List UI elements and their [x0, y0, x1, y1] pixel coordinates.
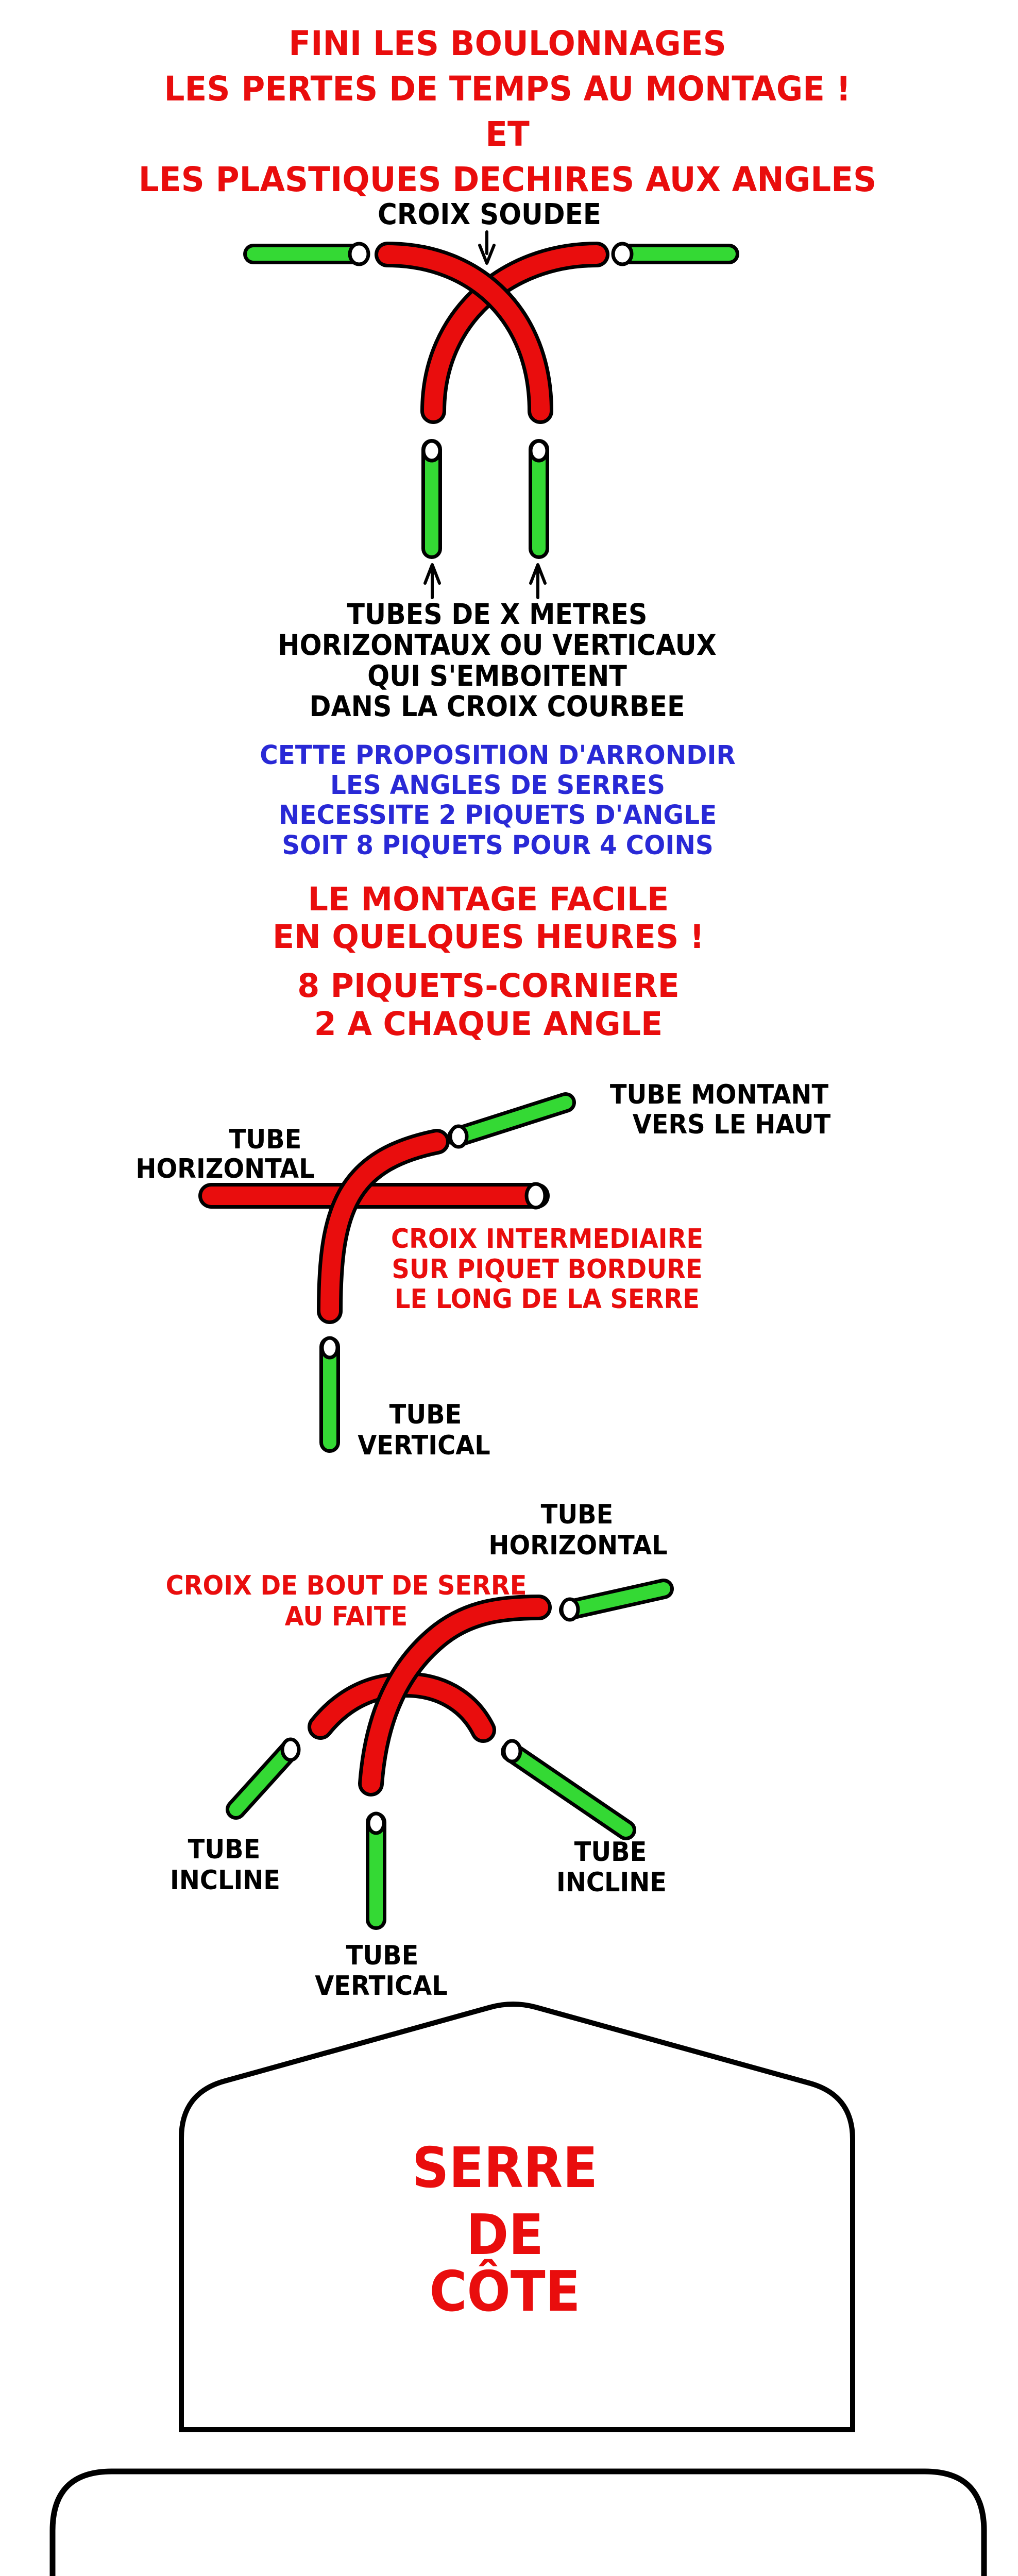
side-view-outline	[179, 2002, 855, 2432]
d3-socket-incline-left	[280, 1737, 301, 1762]
welded-cross-caption-3: QUI S'EMBOITENT	[367, 659, 627, 692]
welded-cross-caption-4: DANS LA CROIX COURBEE	[309, 690, 685, 723]
title-line-1: FINI LES BOULONNAGES	[289, 24, 726, 63]
socket-left-htube	[348, 242, 370, 266]
title-line-2: LES PERTES DE TEMPS AU MONTAGE !	[164, 69, 851, 109]
d2-label-tube-montant-2: VERS LE HAUT	[632, 1109, 831, 1140]
d3-label-tube-horizontal-1: TUBE	[540, 1499, 614, 1530]
up-arrow-icon	[529, 563, 547, 599]
welded-cross-caption-2: HORIZONTAUX OU VERTICAUX	[278, 629, 717, 662]
front-view-outline	[49, 2468, 987, 2576]
d2-socket-green-rising	[448, 1124, 469, 1149]
welded-cross-caption-1: TUBES DE X METRES	[347, 598, 648, 631]
socket-right-vtube	[529, 439, 549, 463]
piquets-line-2: 2 A CHAQUE ANGLE	[314, 1005, 663, 1043]
red-cross-tube-left	[378, 245, 550, 420]
d2-green-rising-tube	[451, 1096, 572, 1144]
d3-label-tube-vertical-1: TUBE	[346, 1940, 419, 1971]
d2-label-tube-horizontal-2: HORIZONTAL	[135, 1154, 315, 1184]
d2-label-red-1: CROIX INTERMEDIAIRE	[391, 1224, 704, 1255]
d3-socket-ridge	[559, 1597, 580, 1622]
down-arrow-head	[478, 244, 496, 265]
up-arrow-right-head	[529, 563, 547, 585]
welded-cross-heading: CROIX SOUDEE	[378, 198, 601, 231]
d2-label-tube-vertical-1: TUBE	[389, 1399, 462, 1430]
d3-label-red-1: CROIX DE BOUT DE SERRE	[165, 1570, 527, 1601]
d3-label-tube-incline-left-1: TUBE	[188, 1834, 261, 1865]
d3-label-tube-incline-right-1: TUBE	[574, 1837, 647, 1868]
socket-right-htube	[611, 242, 634, 266]
d3-socket-incline-right	[502, 1739, 522, 1764]
side-view-line-3: CÔTE	[429, 2260, 581, 2324]
down-arrow-icon	[478, 230, 496, 265]
up-arrow-left-head	[423, 563, 441, 585]
d2-label-red-2: SUR PIQUET BORDURE	[392, 1254, 703, 1285]
d2-label-tube-montant-1: TUBE MONTANT	[609, 1079, 829, 1110]
title-line-4: LES PLASTIQUES DECHIRES AUX ANGLES	[138, 160, 877, 199]
proposal-line-1: CETTE PROPOSITION D'ARRONDIR	[260, 740, 736, 771]
up-arrow-icon	[423, 563, 441, 599]
d3-label-tube-incline-right-2: INCLINE	[556, 1867, 667, 1898]
proposal-line-2: LES ANGLES DE SERRES	[330, 770, 666, 801]
d3-label-tube-incline-left-2: INCLINE	[170, 1865, 280, 1896]
d2-label-red-3: LE LONG DE LA SERRE	[395, 1284, 700, 1315]
d3-green-incline-right	[504, 1745, 633, 1837]
piquets-line-1: 8 PIQUETS-CORNIERE	[297, 967, 680, 1005]
d2-label-tube-vertical-2: VERTICAL	[358, 1430, 490, 1461]
proposal-line-3: NECESSITE 2 PIQUETS D'ANGLE	[278, 800, 717, 831]
side-view-line-2: DE	[466, 2203, 544, 2267]
d2-label-tube-horizontal-1: TUBE	[229, 1124, 302, 1155]
proposal-line-4: SOIT 8 PIQUETS POUR 4 COINS	[282, 831, 714, 861]
d2-red-curved-tube	[320, 1132, 446, 1320]
side-view-line-1: SERRE	[412, 2136, 598, 2200]
d3-label-red-2: AU FAITE	[284, 1601, 408, 1632]
socket-left-vtube	[421, 439, 442, 463]
title-line-3: ET	[485, 114, 530, 154]
montage-line-2: EN QUELQUES HEURES !	[272, 918, 705, 956]
d3-green-ridge-tube	[563, 1582, 670, 1617]
d3-red-ridge-curve	[362, 1598, 548, 1793]
d3-label-tube-horizontal-2: HORIZONTAL	[488, 1530, 668, 1561]
d3-green-incline-left	[229, 1743, 296, 1816]
d3-label-tube-vertical-2: VERTICAL	[315, 1971, 448, 2002]
montage-line-1: LE MONTAGE FACILE	[308, 880, 669, 918]
d3-socket-vertical	[366, 1811, 386, 1835]
d2-socket-red-tube-end	[524, 1182, 547, 1210]
d2-socket-green-vertical	[320, 1336, 340, 1360]
